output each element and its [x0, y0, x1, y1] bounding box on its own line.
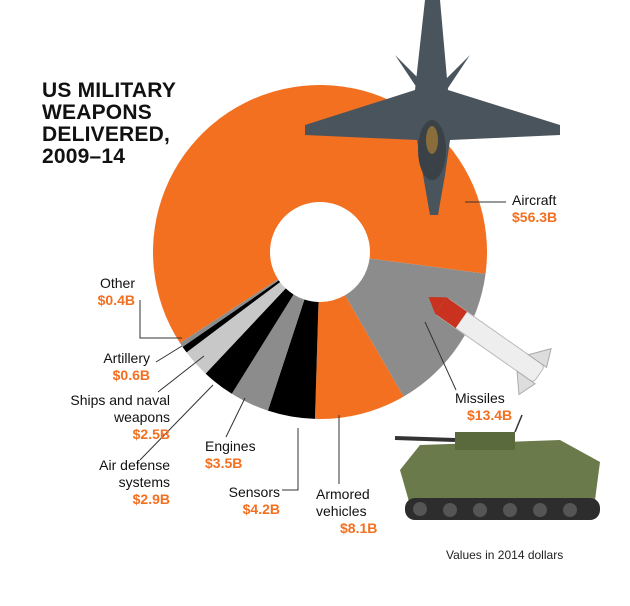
fighter-jet-image — [305, 0, 560, 215]
slice-air-defense-systems — [205, 288, 294, 394]
label-engines: Engines $3.5B — [205, 438, 256, 472]
label-text: Artillery — [103, 350, 150, 366]
value-text: $0.6B — [112, 367, 150, 383]
label-text: Sensors — [228, 484, 280, 500]
slice-sensors — [267, 299, 319, 419]
label-text: Armored vehicles — [316, 486, 370, 519]
leader-line-artillery — [155, 345, 183, 363]
label-text: Engines — [205, 438, 256, 454]
leader-line-engines — [225, 397, 246, 438]
label-sensors: Sensors $4.2B — [220, 484, 280, 518]
label-other: Other $0.4B — [60, 275, 135, 309]
value-text: $2.9B — [132, 491, 170, 507]
label-text: Other — [99, 275, 135, 291]
slice-missiles — [345, 258, 486, 397]
leader-line-other — [139, 300, 182, 339]
label-aircraft: Aircraft $56.3B — [512, 192, 557, 226]
slice-engines — [231, 294, 305, 411]
label-text: Air defense systems — [99, 457, 170, 490]
value-text: $0.4B — [97, 292, 135, 308]
label-text: Aircraft — [512, 192, 557, 208]
label-air-defense-systems: Air defense systems $2.9B — [60, 457, 170, 508]
value-text: $13.4B — [467, 407, 513, 423]
slice-artillery — [182, 280, 281, 353]
value-text: $56.3B — [512, 209, 558, 225]
leader-line-missiles — [424, 321, 457, 391]
value-text: $2.5B — [132, 426, 170, 442]
label-artillery: Artillery $0.6B — [60, 350, 150, 384]
leader-line-ships — [157, 355, 205, 393]
value-text: $3.5B — [205, 455, 243, 471]
slice-other — [180, 279, 279, 347]
slice-armored-vehicles — [314, 295, 404, 419]
chart-title: US MILITARY WEAPONS DELIVERED, 2009–14 — [42, 79, 176, 168]
leader-line-sensors — [282, 428, 299, 491]
label-ships-naval-weapons: Ships and naval weapons $2.5B — [40, 392, 170, 443]
missile-image — [428, 296, 552, 396]
label-armored-vehicles: Armored vehicles $8.1B — [316, 486, 396, 537]
leader-line-air-defense — [139, 384, 214, 461]
footnote: Values in 2014 dollars — [446, 548, 564, 562]
label-missiles: Missiles $13.4B — [455, 390, 512, 424]
slice-ships-and-naval-weapons — [186, 282, 286, 374]
value-text: $4.2B — [242, 501, 280, 517]
label-text: Missiles — [455, 390, 505, 406]
armored-vehicle-image — [394, 414, 600, 520]
value-text: $8.1B — [340, 520, 378, 536]
label-text: Ships and naval weapons — [70, 392, 170, 425]
slice-aircraft — [153, 85, 488, 344]
